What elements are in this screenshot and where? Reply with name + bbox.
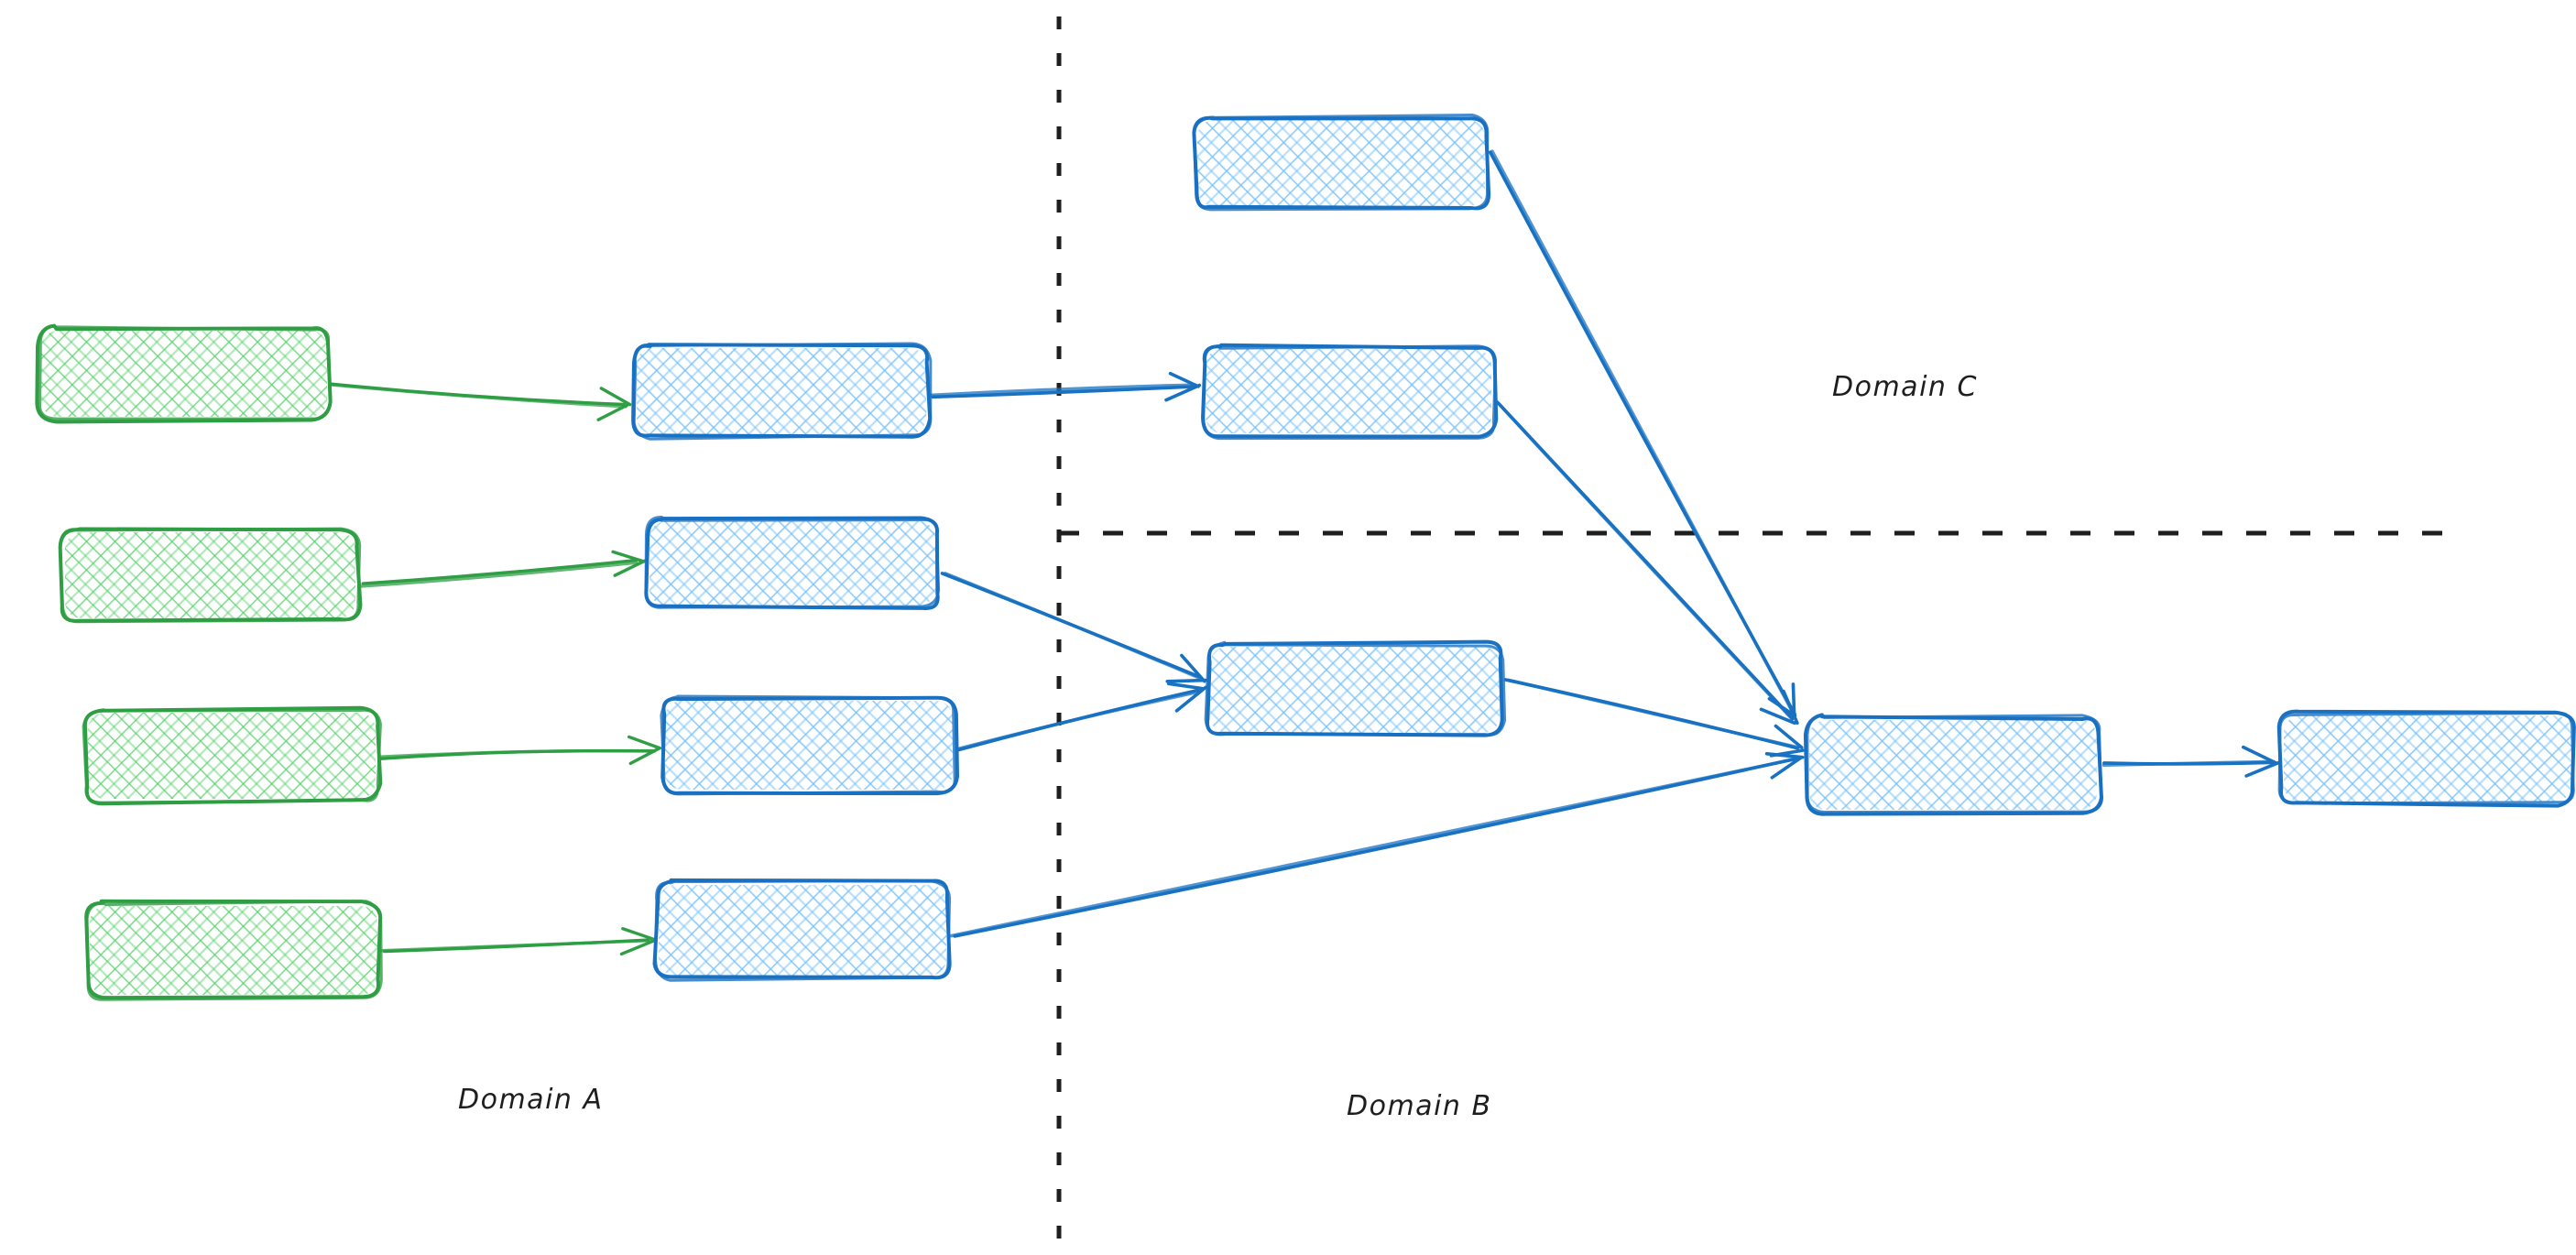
edge-a1-b1: [330, 382, 632, 421]
node-outline: [660, 694, 956, 796]
node-fill: [659, 885, 946, 976]
node-fill: [1197, 120, 1485, 206]
node-b4[interactable]: [652, 878, 952, 982]
edge-a2-b2: [358, 550, 647, 588]
node-fill: [649, 521, 935, 606]
node-outline: [644, 516, 941, 609]
edge-d1-e1: [2101, 745, 2280, 778]
edge-a3-b3: [379, 735, 662, 766]
node-outline: [59, 527, 362, 624]
node-outline: [2276, 709, 2576, 808]
node-fill: [1206, 349, 1491, 433]
node-fill: [665, 701, 953, 790]
label-domain-b: Domain B: [1347, 1090, 1492, 1122]
node-b2[interactable]: [644, 516, 941, 611]
domain-dividers: [1056, 16, 2448, 1244]
node-outline: [2277, 711, 2575, 805]
node-outline: [654, 879, 952, 982]
node-fill: [1809, 720, 2097, 810]
node-outline: [1192, 114, 1490, 212]
node-a4[interactable]: [84, 899, 383, 1001]
node-fill: [88, 713, 376, 799]
nodes-group: [35, 114, 2576, 1001]
node-fill: [65, 532, 355, 618]
node-c2[interactable]: [1201, 343, 1499, 441]
node-fill: [90, 906, 377, 995]
node-c1[interactable]: [1192, 114, 1491, 212]
label-domain-a: Domain A: [458, 1084, 604, 1116]
node-fill: [41, 331, 327, 417]
node-outline: [632, 342, 933, 441]
node-fill: [637, 348, 926, 434]
edge-c3-d1: [1503, 678, 1805, 758]
node-outline: [1204, 640, 1507, 737]
edge-c2-d1: [1495, 400, 1799, 726]
edges-group: [330, 149, 2280, 956]
node-c3[interactable]: [1204, 639, 1507, 737]
label-domain-c: Domain C: [1832, 371, 1978, 403]
edge-b4-d1: [949, 752, 1805, 938]
node-fill: [1210, 647, 1500, 733]
node-outline: [1202, 344, 1498, 441]
node-e1[interactable]: [2276, 709, 2576, 808]
node-outline: [82, 708, 382, 804]
node-fill: [2284, 715, 2571, 802]
node-b3[interactable]: [660, 694, 959, 796]
edge-c1-d1: [1488, 149, 1797, 719]
node-a2[interactable]: [58, 527, 363, 624]
edge-b3-c3: [955, 682, 1207, 752]
node-a1[interactable]: [35, 323, 333, 424]
node-outline: [38, 324, 333, 420]
node-b1[interactable]: [631, 342, 933, 441]
node-outline: [85, 900, 383, 1001]
node-outline: [1806, 714, 2103, 814]
node-a3[interactable]: [82, 705, 383, 806]
edge-a4-b4: [379, 927, 657, 956]
node-d1[interactable]: [1803, 713, 2103, 816]
edge-b1-c2: [929, 371, 1202, 402]
edge-b2-c3: [940, 572, 1208, 683]
